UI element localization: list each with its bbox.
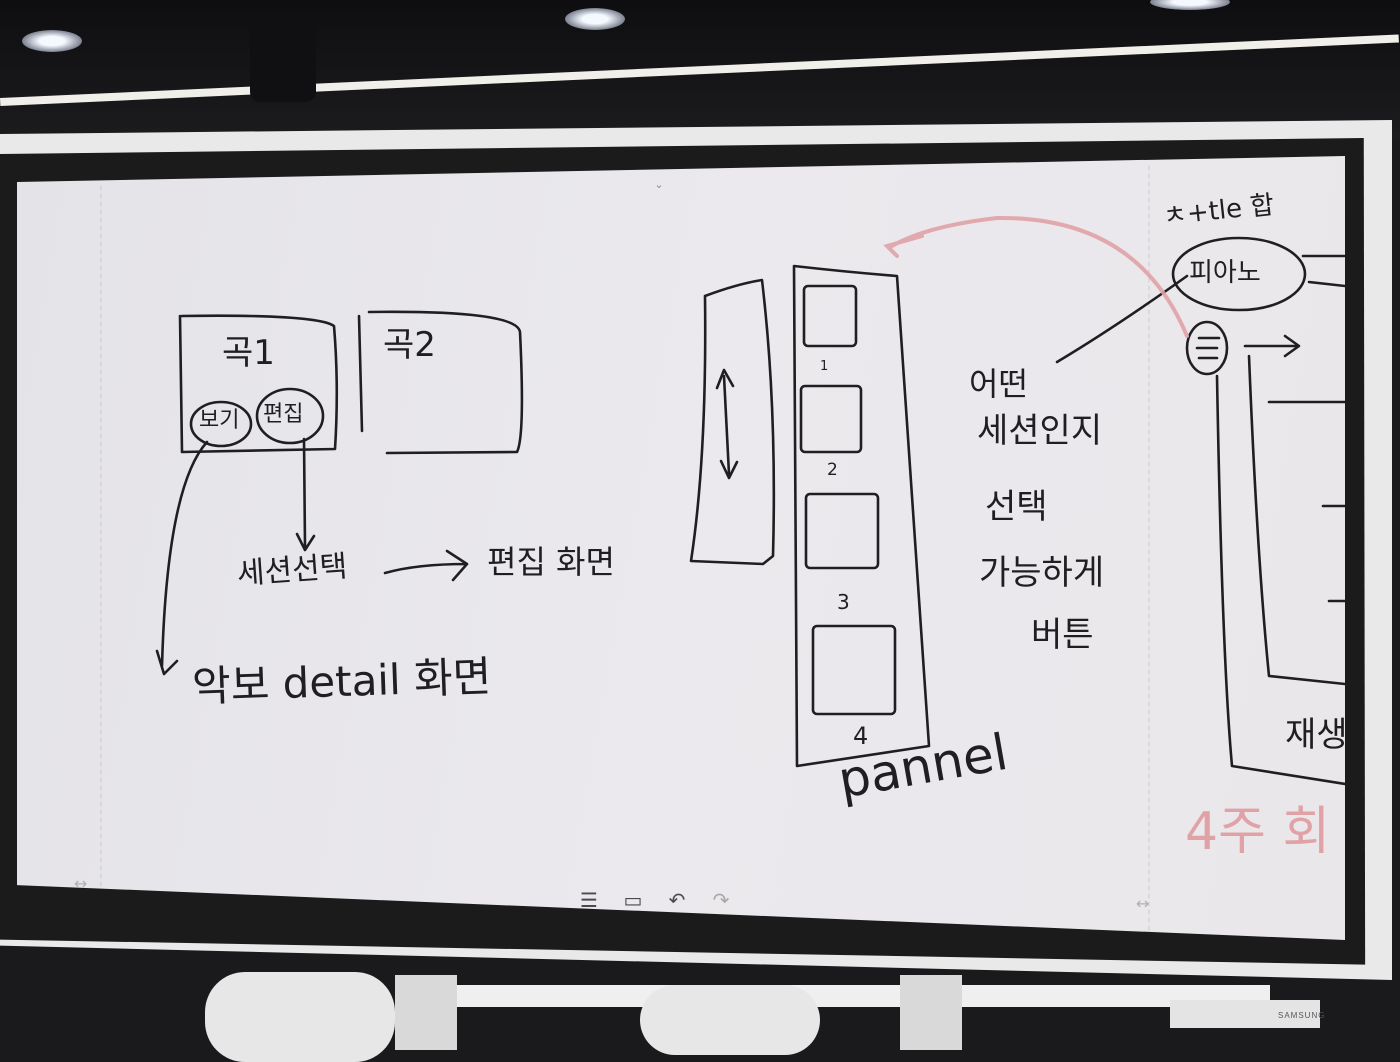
flow-arrow [383,549,469,582]
right-ticks [1321,504,1345,603]
undo-button[interactable]: ↶ [662,886,692,914]
bottom-toolbar: ☰ ▭ ↶ ↷ [574,886,744,914]
ceiling-light [565,8,625,30]
piano-circle [1171,236,1307,312]
view-circle [189,400,253,448]
redo-button[interactable]: ↷ [706,886,736,914]
session-note-line: 세션인지 [977,411,1103,451]
chevron-down-icon: ⌄ [654,177,664,191]
red-note: 4주 회 [1185,802,1331,862]
piano-knob-lines [1195,336,1221,360]
session-select-label: 세션선택 [235,549,349,592]
red-arrow [883,215,1189,338]
collapse-toolbar-button[interactable]: ⌄ [637,176,681,192]
undo-icon: ↶ [668,888,686,912]
edit-label: 편집 [263,402,304,427]
edit-screen-label: 편집 화면 [487,543,615,581]
chair [205,972,395,1062]
right-frame-outer [1215,374,1345,786]
song1-card [178,314,339,454]
view-arrow [155,440,209,676]
piano-arrow [1243,334,1301,358]
song2-label: 곡2 [383,325,436,365]
view-label: 보기 [199,408,240,433]
piano-label: 피아노 [1189,258,1261,288]
panel-slot [802,284,858,348]
right-lines [1267,254,1345,404]
song2-card [367,310,524,455]
resize-left-handle[interactable]: ↔ [74,874,88,893]
menu-button[interactable]: ☰ [574,886,604,914]
redo-icon: ↷ [712,888,730,912]
edit-circle [255,387,325,445]
page-icon: ▭ [623,888,643,912]
session-note-line: 선택 [985,487,1048,527]
panel-slot [799,384,863,454]
panel-number: 2 [827,460,838,480]
panel-strip [792,264,931,768]
bottom-right-note: 재생 [1285,715,1345,755]
display-base [1170,1000,1320,1028]
brand-logo: SAMSUNG [1278,1011,1326,1020]
song1-label: 곡1 [222,333,275,373]
scroll-arrow [715,368,739,480]
handwriting-layer [100,165,1345,937]
scroll-column [689,278,776,566]
resize-right-handle[interactable]: ↔ [1136,894,1150,913]
panel-slot [804,492,880,570]
display-stand [395,975,457,1050]
panel-slot [811,624,897,716]
chair [640,985,820,1055]
ceiling-speaker [250,20,316,102]
pointer-line [1055,274,1189,364]
edit-arrow [295,437,316,552]
song2-divider [357,314,364,433]
piano-knob [1185,320,1229,376]
session-note-line: 버튼 [1031,615,1094,655]
menu-icon: ☰ [580,888,598,912]
page-button[interactable]: ▭ [618,886,648,914]
panel-number: 1 [820,359,829,374]
whiteboard-canvas[interactable]: 곡1 곡2 보기 편집 세션선택 편집 화면 악보 detail 화면 1 2 … [17,156,1345,940]
right-frame-inner [1247,354,1345,686]
session-note-line: 어떤 [969,365,1028,403]
panel-number: 3 [837,590,850,614]
panel-number: 4 [853,722,869,750]
ceiling-light [1150,0,1230,10]
session-note-line: 가능하게 [979,553,1105,593]
display-stand [900,975,962,1050]
score-detail-label: 악보 detail 화면 [191,651,493,712]
desk [430,985,1270,1007]
ceiling-light [22,30,82,52]
